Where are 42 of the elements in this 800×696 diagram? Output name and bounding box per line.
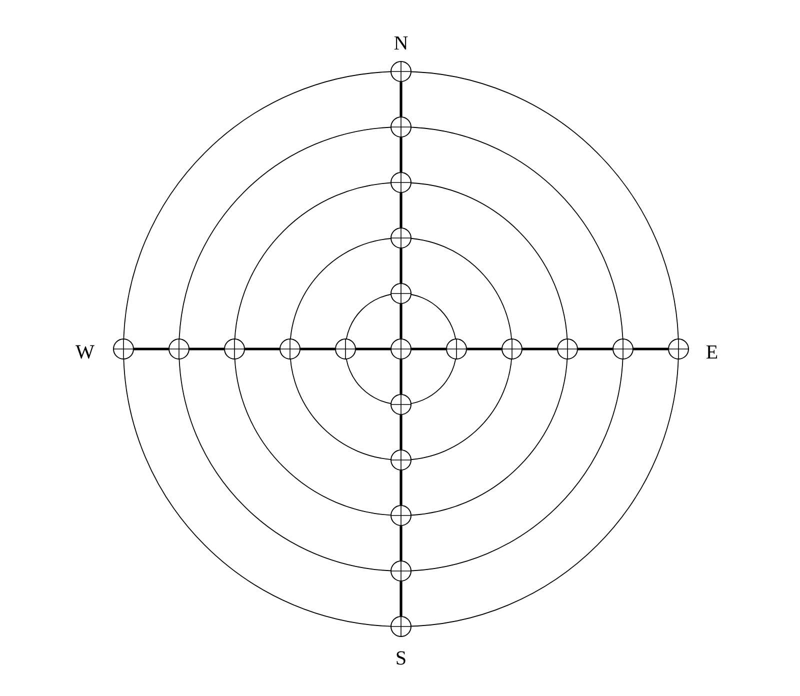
connector-line	[578, 348, 612, 350]
connector-line	[467, 348, 502, 350]
connector-line	[400, 415, 402, 450]
station-marker	[390, 282, 412, 304]
connector-line	[400, 304, 402, 338]
station-marker	[390, 116, 412, 138]
connector-line	[400, 82, 402, 116]
connector-line	[134, 348, 168, 350]
connector-line	[356, 348, 390, 350]
station-marker	[112, 338, 134, 360]
station-marker	[390, 394, 412, 416]
connector-line	[400, 138, 402, 172]
connector-line	[400, 582, 402, 616]
direction-label: W	[76, 345, 94, 359]
connector-line	[300, 348, 335, 350]
station-marker	[556, 338, 578, 360]
connector-line	[245, 348, 280, 350]
connector-line	[400, 470, 402, 505]
station-marker	[279, 338, 301, 360]
connector-line	[190, 348, 224, 350]
station-marker	[390, 449, 412, 471]
station-marker	[334, 338, 356, 360]
connector-line	[400, 360, 402, 394]
station-marker	[390, 227, 412, 249]
station-marker	[390, 60, 412, 82]
station-marker	[390, 616, 412, 638]
station-marker	[501, 338, 523, 360]
connector-line	[400, 248, 402, 283]
connector-line	[400, 526, 402, 560]
station-marker	[168, 338, 190, 360]
connector-line	[634, 348, 668, 350]
connector-line	[400, 193, 402, 228]
station-marker	[390, 560, 412, 582]
station-marker	[668, 338, 690, 360]
station-marker	[224, 338, 246, 360]
station-marker	[390, 504, 412, 526]
station-marker	[390, 338, 412, 360]
connector-line	[412, 348, 446, 350]
connector-line	[522, 348, 557, 350]
station-marker	[390, 172, 412, 194]
station-marker	[612, 338, 634, 360]
station-marker	[446, 338, 468, 360]
